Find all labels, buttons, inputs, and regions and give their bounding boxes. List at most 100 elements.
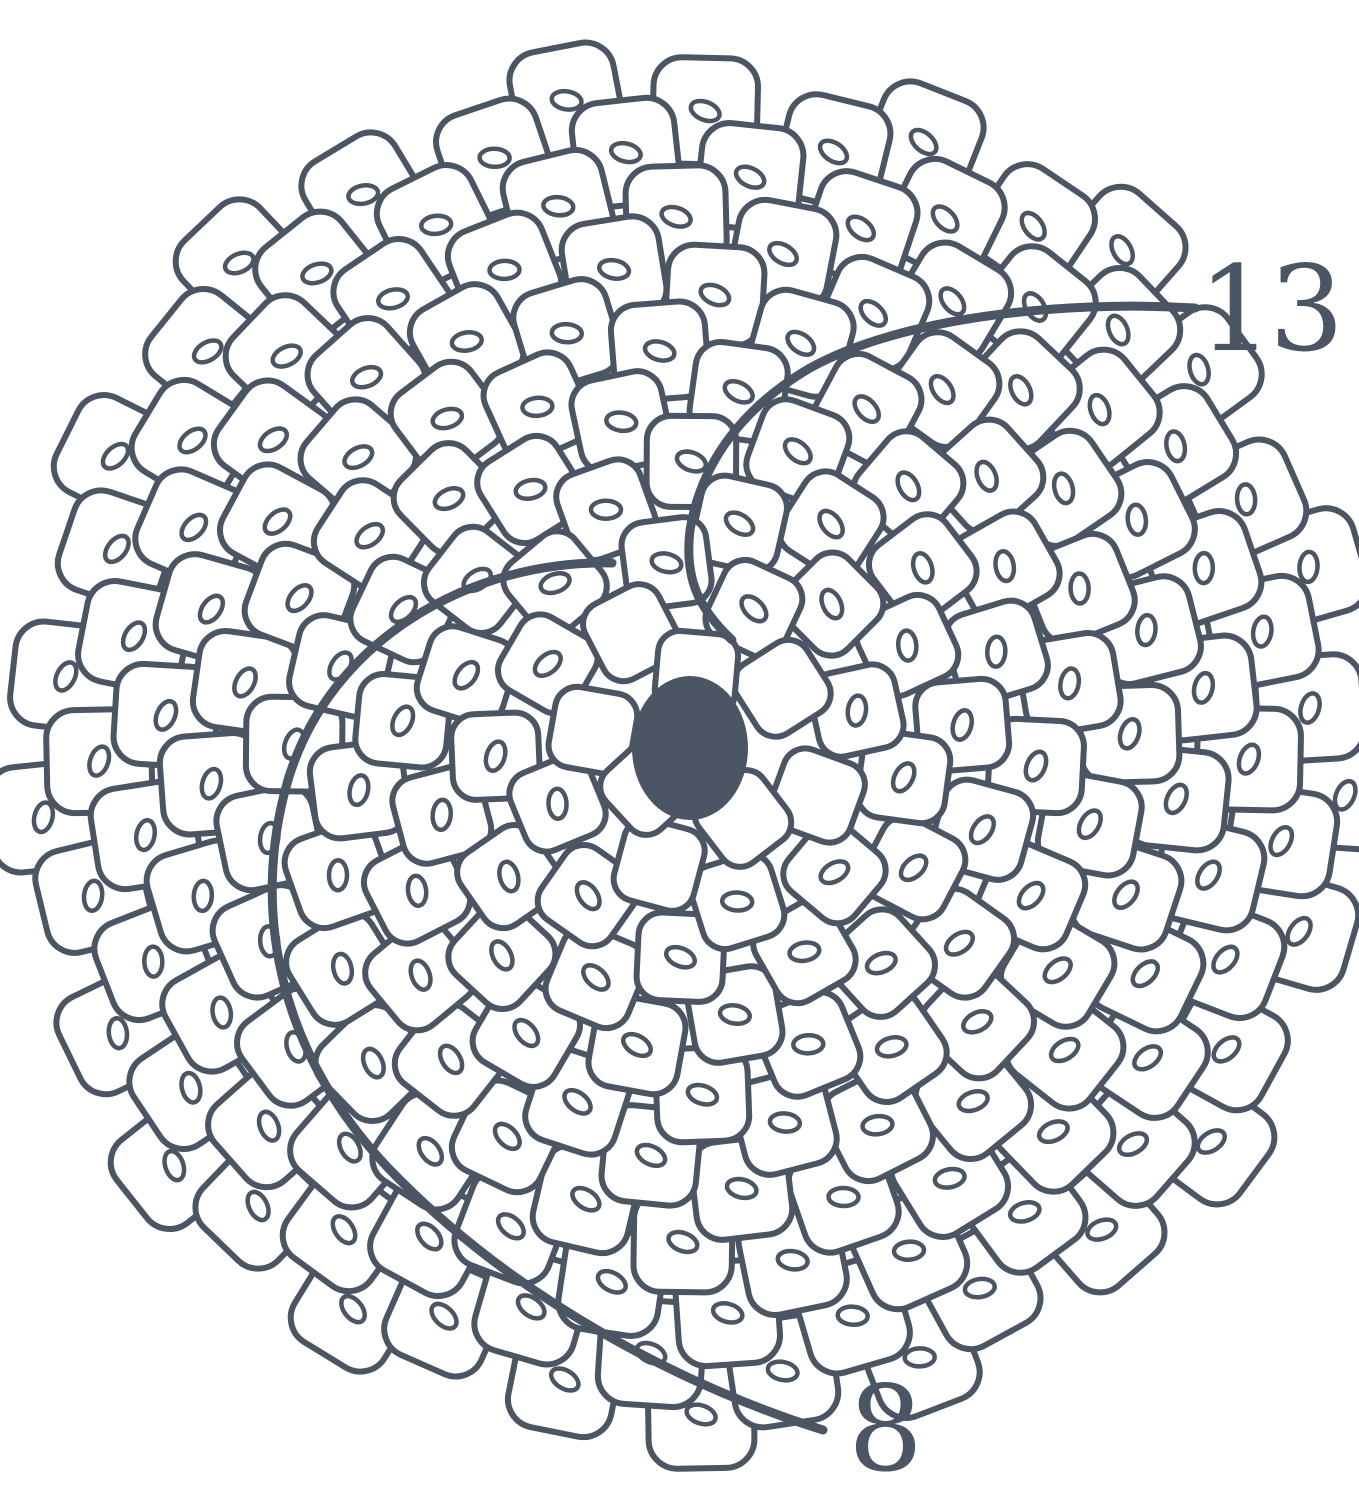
floret-pore — [775, 1248, 810, 1272]
floret-pore — [663, 944, 698, 970]
floret-pore — [1051, 471, 1076, 506]
floret-pore — [179, 512, 209, 543]
floret-pore — [102, 533, 131, 565]
floret-pore — [1195, 859, 1222, 891]
floret-pore — [818, 859, 851, 886]
floret-pore — [256, 1109, 282, 1143]
spiral-8-label: 8 — [848, 1360, 923, 1498]
floret-pore — [346, 183, 381, 207]
floret-pore — [968, 814, 997, 846]
floret-pore — [1112, 879, 1140, 910]
floret-pattern — [0, 39, 1359, 1472]
floret-pore — [492, 1121, 522, 1152]
floret-pore — [688, 98, 722, 124]
floret-pore — [430, 406, 465, 431]
floret-pore — [339, 1293, 367, 1325]
floret-pore — [1087, 392, 1112, 427]
floret-pore — [1298, 691, 1322, 725]
floret-pore — [765, 1359, 800, 1383]
floret-pore — [666, 1229, 700, 1255]
floret-pore — [449, 330, 484, 353]
floret-pore — [791, 1033, 826, 1056]
floret-pore — [1130, 959, 1161, 989]
floret-pore — [932, 1166, 967, 1190]
floret-pore — [928, 373, 956, 406]
floret-pore — [432, 486, 466, 512]
floret-pore — [330, 1214, 358, 1246]
floret-pore — [864, 950, 898, 976]
center-dot — [632, 676, 748, 820]
floret-pore — [910, 550, 935, 585]
floret-pore — [943, 929, 976, 957]
floret-pore — [956, 1089, 990, 1114]
floret-pore — [845, 693, 869, 728]
floret-pore — [376, 287, 410, 311]
floret-pore — [232, 666, 258, 699]
floret-pore — [1076, 808, 1103, 841]
floret-pore — [100, 441, 131, 471]
floret-pore — [326, 857, 350, 893]
floret-pore — [300, 261, 334, 286]
floret-pore — [347, 773, 371, 808]
floret-pore — [415, 1221, 444, 1252]
floret-pore — [684, 1402, 718, 1427]
floret-pore — [739, 594, 769, 624]
floret-pore — [513, 477, 548, 502]
floret-pore — [782, 437, 813, 466]
floret-pore — [698, 282, 732, 308]
floret-pore — [452, 659, 481, 691]
floret-pore — [1116, 1131, 1150, 1158]
floret-pore — [1236, 742, 1262, 776]
floret-pore — [430, 797, 454, 833]
floret-pore — [350, 364, 384, 390]
floret-pore — [787, 940, 822, 964]
floret-pore — [437, 1043, 465, 1076]
floret-pore — [549, 321, 585, 345]
floret-pore — [515, 1293, 547, 1321]
floret-pore — [1132, 1044, 1164, 1072]
floret-pore — [938, 286, 967, 317]
floret-pore — [1250, 614, 1274, 649]
floret-pore — [817, 138, 850, 166]
floret-pore — [930, 204, 960, 234]
floret-pore — [419, 213, 454, 237]
parastichy-spirals — [267, 301, 1200, 1435]
floret-pore — [621, 1031, 653, 1059]
floret-pore — [1125, 502, 1149, 537]
floret-pore — [581, 963, 611, 992]
floret-pore — [733, 164, 767, 190]
floret-pore — [1023, 749, 1049, 783]
floret-pore — [961, 1009, 994, 1035]
floret-pore — [891, 1239, 927, 1262]
floret-pore — [1068, 571, 1091, 606]
spiral-8-line — [267, 558, 828, 1435]
floret-pore — [179, 1070, 203, 1105]
floret-pore — [710, 1301, 745, 1325]
floret-pore — [890, 761, 917, 794]
floret-pore — [416, 1135, 445, 1167]
floret-pore — [595, 1268, 628, 1295]
floret-pore — [895, 628, 919, 663]
floret-pore — [826, 1185, 861, 1209]
floret-pore — [1211, 1035, 1242, 1064]
floret-pore — [908, 127, 939, 157]
floret-pore — [210, 995, 234, 1030]
floret-pore — [336, 1131, 363, 1164]
floret-pore — [191, 878, 215, 914]
floret-pore — [1135, 612, 1158, 648]
floret-pore — [191, 338, 224, 365]
floret-pore — [767, 240, 799, 268]
floret-pore — [604, 410, 639, 434]
floret-pore — [1191, 670, 1216, 705]
floret-pore — [1117, 717, 1142, 751]
floret-pore — [546, 786, 569, 822]
floret-pore — [162, 1148, 187, 1183]
floret-pore — [895, 470, 922, 503]
floret-pore — [950, 708, 974, 742]
floret-pore — [1016, 880, 1046, 911]
floret-pore — [1036, 1119, 1070, 1145]
floret-pore — [674, 449, 709, 474]
floret-pore — [835, 1304, 870, 1327]
floret-pore — [106, 1016, 130, 1051]
